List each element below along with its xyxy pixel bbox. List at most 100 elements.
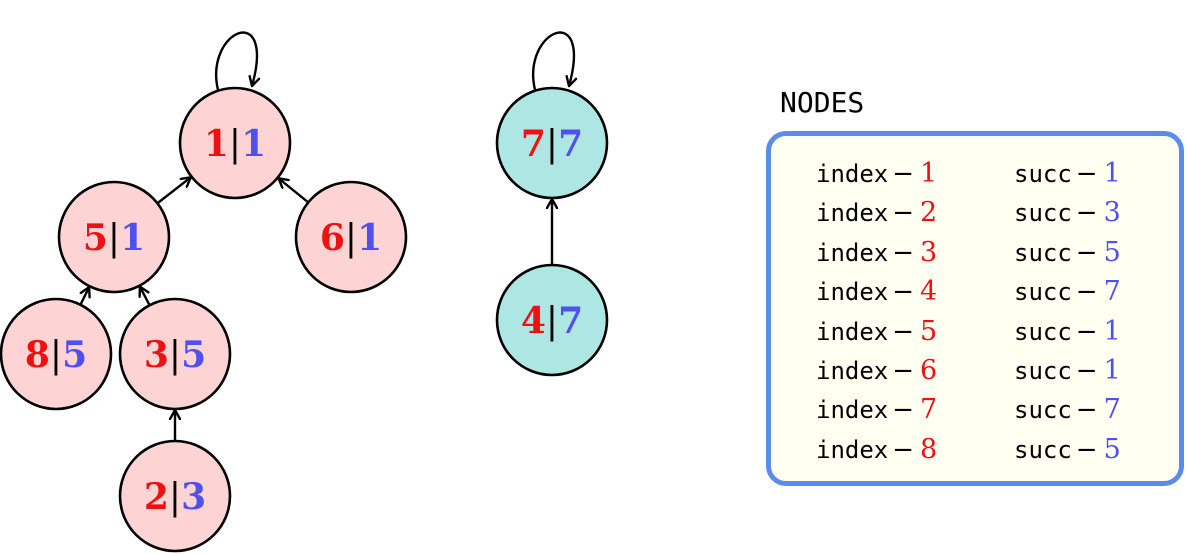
node-circle bbox=[57, 180, 171, 294]
panel-title: NODES bbox=[780, 86, 865, 119]
index-cell: index−2 bbox=[816, 193, 937, 233]
node-succ-value: 5 bbox=[181, 334, 206, 376]
succ-cell-dash: − bbox=[1075, 434, 1098, 465]
index-cell-keyword: index bbox=[816, 160, 889, 188]
index-cell-dash: − bbox=[892, 395, 915, 426]
index-cell-dash: − bbox=[892, 277, 915, 308]
succ-cell-value: 1 bbox=[1103, 315, 1121, 347]
node-succ-value: 1 bbox=[357, 217, 382, 259]
succ-cell-keyword: succ bbox=[1014, 238, 1072, 267]
index-cell: index−4 bbox=[816, 272, 937, 312]
index-cell-value: 2 bbox=[920, 197, 938, 229]
node-label: 7|7 bbox=[521, 123, 583, 165]
node-label: 8|5 bbox=[25, 334, 87, 376]
node-circle bbox=[118, 297, 232, 411]
node-circle bbox=[495, 86, 609, 200]
succ-cell: succ−7 bbox=[1014, 390, 1121, 430]
succ-cell-keyword: succ bbox=[1014, 435, 1072, 464]
succ-cell-keyword: succ bbox=[1014, 396, 1072, 425]
node-separator: | bbox=[169, 477, 181, 518]
succ-cell-dash: − bbox=[1075, 198, 1098, 229]
node-index-value: 2 bbox=[144, 476, 169, 518]
node-succ-value: 3 bbox=[181, 476, 206, 518]
index-cell-value: 5 bbox=[920, 315, 938, 347]
index-cell-keyword: index bbox=[816, 199, 889, 228]
succ-cell-dash: − bbox=[1075, 277, 1098, 308]
index-cell-dash: − bbox=[892, 159, 915, 189]
index-cell-keyword: index bbox=[816, 238, 889, 267]
node-circle bbox=[118, 439, 232, 553]
succ-cell-value: 7 bbox=[1103, 276, 1121, 308]
index-cell-value: 8 bbox=[920, 433, 938, 465]
edges-layer bbox=[79, 31, 574, 441]
index-cell-value: 7 bbox=[920, 394, 938, 426]
node-circle bbox=[294, 180, 408, 294]
index-cell-keyword: index bbox=[816, 357, 889, 385]
succ-cell-value: 1 bbox=[1103, 355, 1121, 386]
succ-cell: succ−1 bbox=[1014, 351, 1121, 391]
succ-cell: succ−1 bbox=[1014, 154, 1121, 194]
node-separator: | bbox=[108, 218, 120, 259]
index-cell-keyword: index bbox=[816, 396, 889, 425]
node-1: 1|1 bbox=[178, 86, 292, 200]
node-separator: | bbox=[229, 124, 241, 165]
index-cell-dash: − bbox=[892, 316, 915, 347]
succ-cell-dash: − bbox=[1075, 395, 1098, 426]
node-succ-value: 1 bbox=[241, 123, 266, 165]
edge-n6-to-n1 bbox=[279, 178, 310, 204]
index-cell: index−7 bbox=[816, 390, 937, 430]
succ-cell: succ−3 bbox=[1014, 193, 1121, 233]
succ-cell-value: 1 bbox=[1103, 158, 1121, 189]
node-label: 1|1 bbox=[204, 123, 266, 165]
node-separator: | bbox=[50, 335, 62, 376]
succ-cell-keyword: succ bbox=[1014, 278, 1072, 307]
node-circle bbox=[0, 297, 113, 411]
index-cell-value: 4 bbox=[920, 276, 938, 308]
node-succ-value: 7 bbox=[558, 123, 583, 165]
nodes-table-row: index−3 succ−5 bbox=[771, 233, 1179, 272]
edge-n5-to-n1 bbox=[156, 177, 190, 205]
node-succ-value: 7 bbox=[558, 300, 583, 342]
node-label: 5|1 bbox=[83, 217, 145, 259]
succ-cell-value: 3 bbox=[1103, 197, 1121, 229]
node-separator: | bbox=[169, 335, 181, 376]
node-separator: | bbox=[546, 124, 558, 165]
succ-cell-value: 7 bbox=[1103, 394, 1121, 426]
succ-cell-dash: − bbox=[1075, 237, 1098, 268]
succ-cell: succ−5 bbox=[1014, 233, 1121, 273]
index-cell-dash: − bbox=[892, 356, 915, 386]
succ-cell-keyword: succ bbox=[1014, 199, 1072, 228]
node-succ-value: 1 bbox=[120, 217, 145, 259]
index-cell-keyword: index bbox=[816, 278, 889, 307]
node-label: 4|7 bbox=[521, 300, 583, 342]
node-8: 8|5 bbox=[0, 297, 113, 411]
node-label: 3|5 bbox=[144, 334, 206, 376]
succ-cell-keyword: succ bbox=[1014, 357, 1072, 385]
index-cell-dash: − bbox=[892, 237, 915, 268]
succ-cell: succ−7 bbox=[1014, 272, 1121, 312]
index-cell: index−3 bbox=[816, 233, 937, 273]
index-cell-dash: − bbox=[892, 198, 915, 229]
succ-cell-dash: − bbox=[1075, 159, 1098, 189]
node-circle bbox=[495, 263, 609, 377]
node-index-value: 7 bbox=[521, 123, 546, 165]
node-index-value: 5 bbox=[83, 217, 108, 259]
index-cell-keyword: index bbox=[816, 435, 889, 464]
index-cell-keyword: index bbox=[816, 317, 889, 346]
node-index-value: 4 bbox=[521, 300, 546, 342]
node-separator: | bbox=[345, 218, 357, 259]
succ-cell-keyword: succ bbox=[1014, 160, 1072, 188]
index-cell-dash: − bbox=[892, 434, 915, 465]
node-6: 6|1 bbox=[294, 180, 408, 294]
succ-cell-dash: − bbox=[1075, 356, 1098, 386]
node-4: 4|7 bbox=[495, 263, 609, 377]
node-label: 6|1 bbox=[320, 217, 382, 259]
